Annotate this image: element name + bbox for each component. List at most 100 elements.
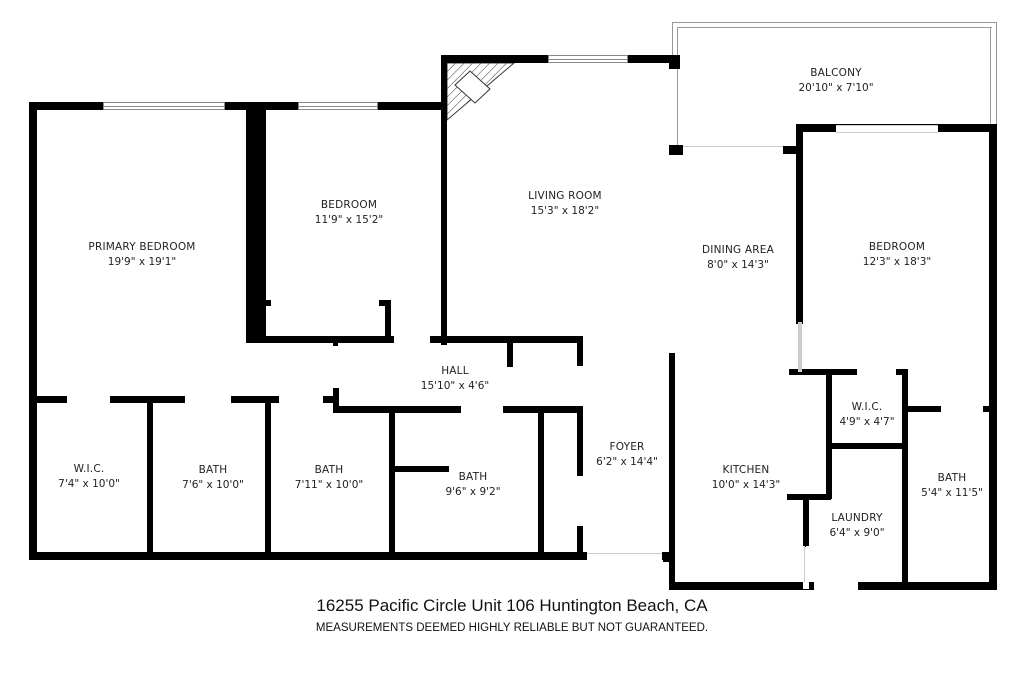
wall: [577, 526, 583, 560]
room-bedroom: BEDROOM 12'3" x 18'3": [863, 240, 931, 270]
room-dimensions: 5'4" x 11'5": [921, 487, 983, 499]
window: [298, 102, 378, 110]
room-name: DINING AREA: [702, 244, 774, 256]
wall: [787, 494, 831, 500]
room-dimensions: 6'2" x 14'4": [596, 456, 658, 468]
wall: [983, 406, 991, 412]
wall: [29, 396, 67, 403]
wall: [989, 124, 997, 590]
wall: [805, 546, 806, 547]
wall: [246, 108, 266, 342]
room-bath: BATH 7'6" x 10'0": [182, 463, 244, 493]
room-dimensions: 7'11" x 10'0": [294, 479, 364, 491]
balcony-railing: [677, 27, 678, 147]
fireplace-icon: [447, 63, 515, 121]
wall: [333, 336, 338, 346]
balcony-railing: [990, 27, 991, 127]
wall: [266, 300, 271, 306]
room-name: BEDROOM: [320, 199, 378, 211]
wall: [669, 145, 683, 155]
wall: [858, 582, 997, 590]
wall: [906, 406, 941, 412]
room-dimensions: 8'0" x 14'3": [707, 259, 769, 271]
room-laundry: LAUNDRY 6'4" x 9'0": [829, 511, 884, 541]
room-name: BATH: [937, 472, 967, 484]
wall: [147, 396, 153, 558]
room-kitchen: KITCHEN 10'0" x 14'3": [712, 463, 780, 493]
balcony-railing: [677, 27, 992, 28]
wall: [29, 102, 37, 560]
wall: [577, 336, 583, 366]
wall: [804, 546, 805, 582]
wall: [231, 396, 279, 403]
room-name: W.I.C.: [851, 401, 883, 413]
wall: [246, 336, 394, 343]
room-name: BATH: [314, 464, 344, 476]
measurement-disclaimer: MEASUREMENTS DEEMED HIGHLY RELIABLE BUT …: [315, 622, 709, 634]
room-dimensions: 7'6" x 10'0": [182, 479, 244, 491]
room-hall: HALL 15'10" x 4'6": [421, 364, 489, 394]
wall: [538, 406, 544, 558]
room-name: BATH: [458, 471, 488, 483]
room-dimensions: 9'6" x 9'2": [445, 486, 501, 498]
room-name: PRIMARY BEDROOM: [88, 241, 196, 253]
balcony-railing: [996, 22, 997, 126]
wall: [669, 55, 680, 69]
wall: [577, 406, 583, 476]
room-dimensions: 12'3" x 18'3": [862, 256, 932, 268]
wall: [443, 336, 581, 343]
wall: [29, 552, 587, 560]
wall: [803, 545, 809, 589]
room-name: HALL: [441, 365, 469, 377]
wall: [803, 545, 809, 546]
foyer-threshold: [587, 553, 663, 554]
balcony-edge: [683, 146, 787, 147]
wall: [796, 124, 803, 324]
wall: [902, 369, 908, 589]
wall: [385, 300, 391, 340]
room-primary-bedroom: PRIMARY BEDROOM 19'9" x 19'1": [88, 240, 195, 270]
wall: [803, 545, 809, 583]
wall: [393, 466, 449, 472]
room-wic: W.I.C. 4'9" x 4'7": [839, 400, 894, 430]
window: [836, 125, 938, 133]
window: [548, 55, 628, 63]
wall: [430, 336, 447, 343]
room-dimensions: 15'3" x 18'2": [530, 205, 600, 217]
room-bath: BATH 9'6" x 9'2": [445, 470, 500, 500]
wall: [323, 396, 337, 403]
room-name: BATH: [198, 464, 228, 476]
room-wic: W.I.C. 7'4" x 10'0": [58, 462, 120, 492]
wall: [379, 300, 391, 306]
room-balcony: BALCONY 20'10" x 7'10": [798, 66, 873, 96]
wall: [789, 369, 857, 375]
wall: [29, 102, 447, 110]
room-foyer: FOYER 6'2" x 14'4": [596, 440, 658, 470]
wall: [669, 582, 814, 590]
room-dimensions: 11'9" x 15'2": [314, 214, 384, 226]
room-name: FOYER: [609, 441, 645, 453]
room-name: LAUNDRY: [831, 512, 883, 524]
room-dimensions: 4'9" x 4'7": [839, 416, 895, 428]
room-dimensions: 19'9" x 19'1": [107, 256, 177, 268]
wall: [803, 494, 809, 546]
wall: [389, 406, 395, 558]
room-dimensions: 10'0" x 14'3": [711, 479, 781, 491]
wall: [783, 146, 799, 154]
room-living-room: LIVING ROOM 15'3" x 18'2": [528, 189, 602, 219]
wall: [669, 353, 675, 589]
room-name: BALCONY: [810, 67, 862, 79]
wall: [663, 554, 673, 562]
room-bath: BATH 7'11" x 10'0": [295, 463, 363, 493]
room-name: LIVING ROOM: [528, 190, 602, 202]
room-name: W.I.C.: [73, 463, 105, 475]
window: [103, 102, 225, 110]
room-bath: BATH 5'4" x 11'5": [921, 471, 983, 501]
wall: [333, 406, 461, 413]
room-name: KITCHEN: [722, 464, 770, 476]
room-name: BEDROOM: [868, 241, 926, 253]
room-dimensions: 15'10" x 4'6": [420, 380, 490, 392]
wall: [265, 396, 271, 558]
wall: [826, 372, 832, 499]
